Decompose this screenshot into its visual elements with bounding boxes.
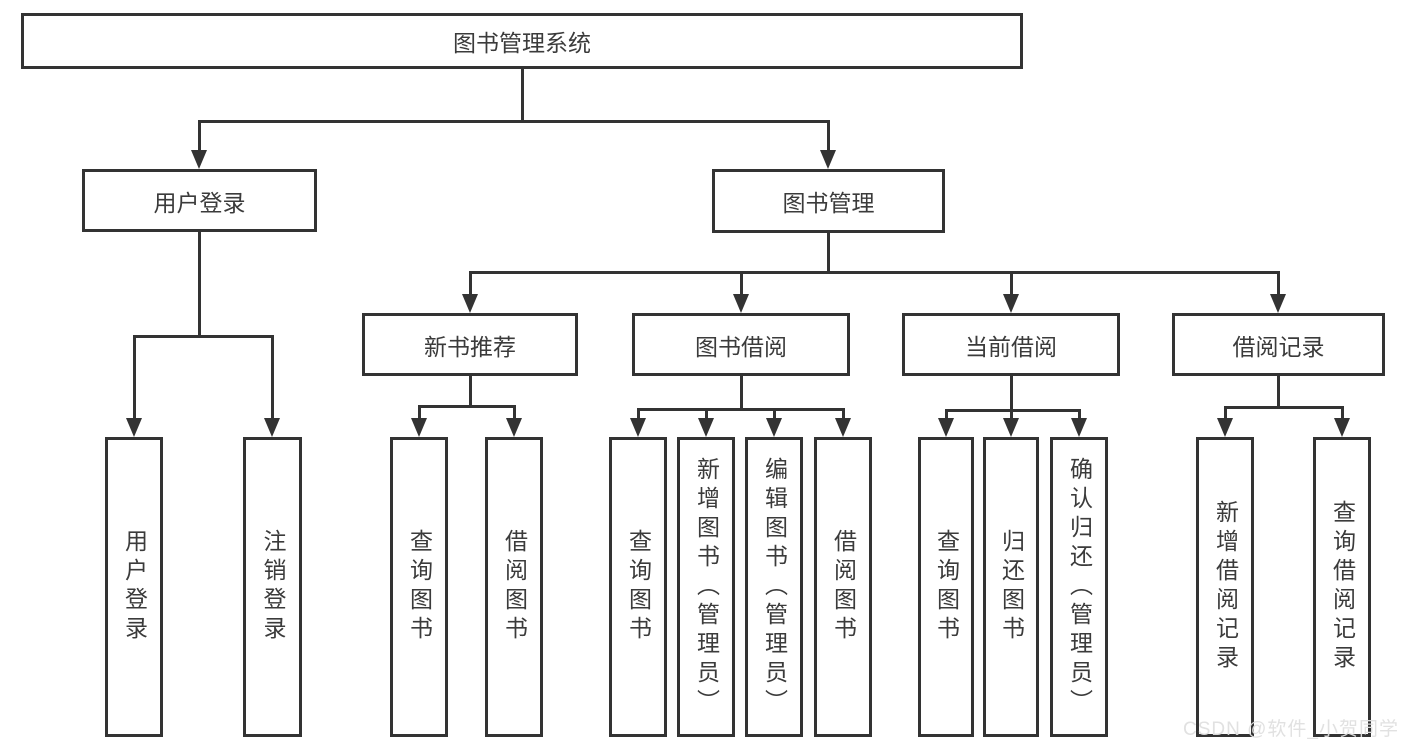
arrow-down-icon [1003,294,1019,313]
node-book-management-label: 图书管理 [782,190,875,216]
leaf-add-borrow-record: 新增借阅记录 [1196,437,1254,737]
leaf-user-login: 用户登录 [105,437,163,737]
connector-line [469,375,472,408]
connector-line [133,335,274,338]
arrow-down-icon [938,418,954,437]
leaf-query-book-borrow: 查询图书 [609,437,667,737]
connector-line [1010,409,1013,421]
arrow-down-icon [264,418,280,437]
connector-line [637,408,640,421]
arrow-down-icon [820,150,836,169]
leaf-borrow-book-label: 借阅图书 [830,529,857,645]
node-book-borrow-label: 图书借阅 [695,333,787,360]
arrow-down-icon [766,418,782,437]
connector-line [513,405,516,421]
connector-line [1224,406,1344,409]
node-root-label: 图书管理系统 [453,30,591,56]
arrow-down-icon [698,418,714,437]
leaf-add-book-admin: 新增图书（管理员） [677,437,735,737]
leaf-return-book-label: 归还图书 [998,529,1025,645]
leaf-query-borrow-record: 查询借阅记录 [1313,437,1371,737]
leaf-user-login-label: 用户登录 [121,529,148,645]
node-new-book-recommend-label: 新书推荐 [424,333,516,360]
node-current-borrow-label: 当前借阅 [965,333,1057,360]
connector-line [773,408,776,421]
node-user-login-label: 用户登录 [153,189,246,216]
arrow-down-icon [1071,418,1087,437]
connector-line [1277,375,1280,409]
connector-line [945,409,1081,412]
connector-line [271,335,274,421]
leaf-query-book-recommend-label: 查询图书 [406,529,433,645]
connector-line [198,120,201,152]
leaf-edit-book-admin: 编辑图书（管理员） [745,437,803,737]
arrow-down-icon [1217,418,1233,437]
leaf-query-book-current: 查询图书 [918,437,974,737]
arrow-down-icon [191,150,207,169]
node-new-book-recommend: 新书推荐 [362,313,578,376]
leaf-add-book-admin-label: 新增图书（管理员） [693,456,720,718]
arrow-down-icon [1270,294,1286,313]
leaf-logout-label: 注销登录 [260,529,286,645]
leaf-confirm-return-admin: 确认归还（管理员） [1050,437,1108,737]
leaf-query-book-current-label: 查询图书 [933,529,960,645]
leaf-borrow-book-recommend: 借阅图书 [485,437,543,737]
connector-line [1010,271,1013,297]
node-book-management: 图书管理 [712,169,945,233]
connector-line [637,408,845,411]
csdn-watermark: CSDN @软件_小贺同学 [1183,719,1399,740]
node-borrow-records: 借阅记录 [1172,313,1385,376]
connector-line [1010,375,1013,412]
connector-line [1078,409,1081,421]
arrow-down-icon [835,418,851,437]
connector-line [1277,271,1280,297]
connector-line [1224,406,1227,421]
arrow-down-icon [506,418,522,437]
connector-line [740,271,743,297]
connector-line [945,409,948,421]
connector-line [521,68,524,123]
node-borrow-records-label: 借阅记录 [1232,333,1325,360]
connector-line [133,335,136,421]
leaf-query-book-recommend: 查询图书 [390,437,448,737]
leaf-logout: 注销登录 [243,437,302,737]
connector-line [1341,406,1344,421]
connector-line [842,408,845,421]
node-current-borrow: 当前借阅 [902,313,1120,376]
leaf-query-book-borrow-label: 查询图书 [625,529,652,645]
arrow-down-icon [1334,418,1350,437]
arrow-down-icon [126,418,142,437]
node-book-borrow: 图书借阅 [632,313,850,376]
leaf-edit-book-admin-label: 编辑图书（管理员） [761,456,788,718]
connector-line [705,408,708,421]
arrow-down-icon [630,418,646,437]
leaf-borrow-book-recommend-label: 借阅图书 [501,529,528,645]
connector-line [198,120,830,123]
arrow-down-icon [733,294,749,313]
node-user-login: 用户登录 [82,169,317,232]
node-root: 图书管理系统 [21,13,1023,69]
connector-line [827,231,830,274]
connector-line [469,271,472,297]
arrow-down-icon [411,418,427,437]
arrow-down-icon [462,294,478,313]
leaf-add-borrow-record-label: 新增借阅记录 [1212,500,1239,674]
leaf-return-book: 归还图书 [983,437,1039,737]
connector-line [827,120,830,152]
connector-line [469,271,1280,274]
leaf-borrow-book: 借阅图书 [814,437,872,737]
connector-line [198,231,201,338]
connector-line [740,375,743,411]
leaf-query-borrow-record-label: 查询借阅记录 [1329,500,1356,674]
connector-line [418,405,516,408]
leaf-confirm-return-admin-label: 确认归还（管理员） [1066,456,1093,718]
arrow-down-icon [1003,418,1019,437]
connector-line [418,405,421,421]
